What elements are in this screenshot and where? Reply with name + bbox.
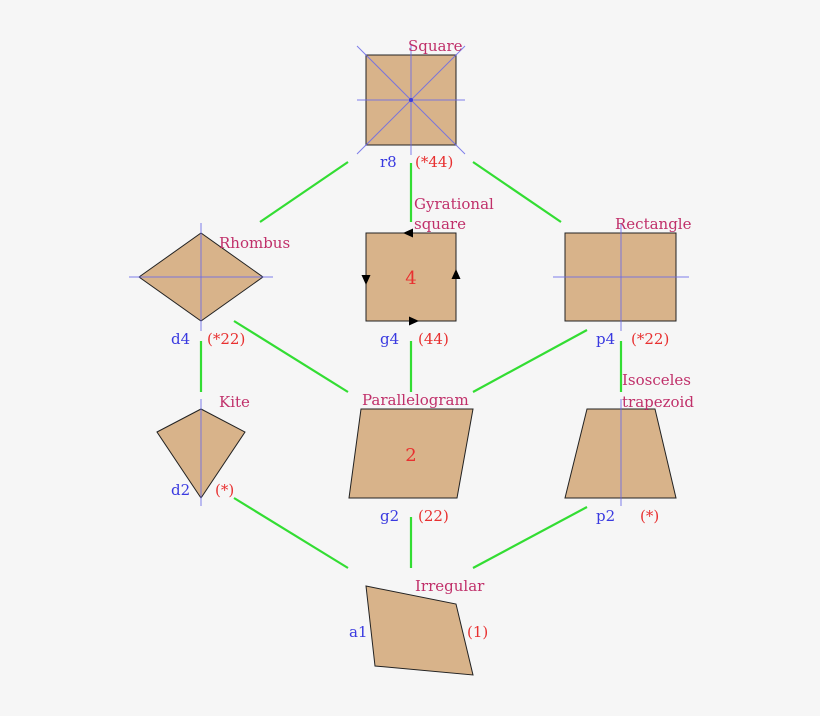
isosceles-label-line2: trapezoid [622, 393, 694, 411]
node-rhombus: Rhombus d4 (*22) [129, 223, 290, 348]
gyrational-order: (44) [418, 330, 449, 348]
node-gyrational-square: 4 Gyrational square g4 (44) [361, 195, 494, 348]
edge-rhombus-parallelogram [233, 320, 349, 393]
arrow-right-icon [409, 316, 419, 326]
edges [199, 161, 623, 569]
rhombus-symmetry: d4 [171, 330, 190, 348]
parallelogram-symmetry: g2 [380, 507, 399, 525]
isosceles-order: (*) [640, 507, 659, 525]
rhombus-label: Rhombus [219, 234, 290, 252]
irregular-symmetry: a1 [349, 623, 368, 641]
edge-isosceles-irregular [472, 506, 588, 569]
rectangle-order: (*22) [631, 330, 669, 348]
parallelogram-shape [348, 408, 474, 499]
square-label: Square [408, 37, 463, 55]
square-order: (*44) [415, 153, 453, 171]
irregular-order: (1) [467, 623, 488, 641]
parallelogram-center-number: 2 [405, 445, 416, 466]
arrow-up-icon [451, 269, 461, 279]
isosceles-label-line1: Isosceles [622, 371, 691, 389]
node-parallelogram: 2 Parallelogram g2 (22) [348, 391, 474, 525]
edge-rectangle-parallelogram [472, 329, 588, 393]
irregular-shape [365, 585, 474, 676]
node-rectangle: Rectangle p4 (*22) [553, 215, 692, 348]
parallelogram-label: Parallelogram [362, 391, 469, 409]
rhombus-order: (*22) [207, 330, 245, 348]
edge-kite-irregular [233, 497, 349, 569]
gyrational-label-line1: Gyrational [414, 195, 494, 213]
kite-symmetry: d2 [171, 481, 190, 499]
rectangle-label: Rectangle [615, 215, 692, 233]
gyrational-symmetry: g4 [380, 330, 399, 348]
center-point [409, 98, 413, 102]
node-square: Square r8 (*44) [356, 37, 466, 171]
edge-square-rhombus [259, 161, 349, 223]
node-isosceles-trapezoid: Isosceles trapezoid p2 (*) [564, 371, 694, 525]
node-kite: Kite d2 (*) [156, 393, 250, 506]
gyrational-center-number: 4 [405, 268, 416, 289]
arrow-down-icon [361, 275, 371, 285]
isosceles-symmetry: p2 [596, 507, 615, 525]
arrow-left-icon [403, 228, 413, 238]
irregular-label: Irregular [415, 577, 485, 595]
node-irregular: Irregular a1 (1) [349, 577, 488, 676]
kite-label: Kite [219, 393, 250, 411]
rectangle-symmetry: p4 [596, 330, 615, 348]
edge-square-rectangle [472, 161, 562, 223]
gyrational-label-line2: square [414, 215, 466, 233]
parallelogram-order: (22) [418, 507, 449, 525]
square-symmetry: r8 [380, 153, 397, 171]
kite-order: (*) [215, 481, 234, 499]
